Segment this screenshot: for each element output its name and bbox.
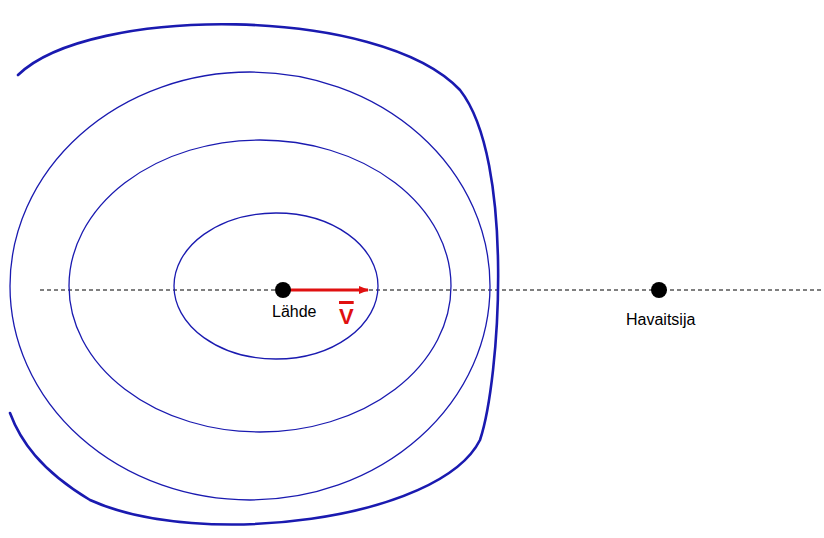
velocity-label: V: [339, 306, 354, 328]
source-dot: [275, 282, 291, 298]
velocity-arrow: [290, 289, 368, 292]
wavefront-outer: [10, 24, 498, 524]
wavefront: [69, 140, 451, 432]
observer-label: Havaitsija: [626, 312, 695, 328]
source-label: Lähde: [272, 304, 317, 320]
observer-dot: [651, 282, 667, 298]
wavefront: [174, 213, 378, 359]
wavefront: [10, 72, 490, 500]
axis-line: [40, 290, 822, 291]
